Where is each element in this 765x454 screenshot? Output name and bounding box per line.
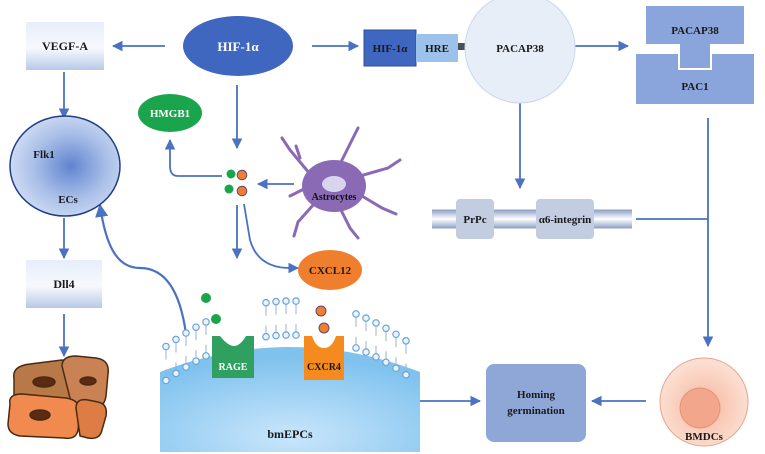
lipid-head (262, 298, 270, 307)
cxcr4-label: CXCR4 (307, 362, 341, 373)
phospholipid-bilayer (162, 297, 410, 385)
orange-dot (236, 185, 248, 197)
receptor-top-label: PACAP38 (671, 25, 719, 37)
astrocytes-label: Astrocytes (312, 192, 357, 203)
lipid-head (162, 376, 170, 385)
lipid-head (162, 342, 170, 351)
lipid-head (382, 324, 390, 333)
rage-label: RAGE (219, 362, 248, 373)
ecs-label: ECs (58, 194, 78, 206)
homing-label-line1: Homing (517, 389, 555, 401)
hmgb1-node: HMGB1 (138, 94, 202, 132)
pacap38-label: PACAP38 (496, 43, 544, 55)
cxcl12-ligand (315, 305, 327, 317)
ecs-cell: Flk1 ECs (9, 115, 121, 217)
green-dot (226, 169, 236, 179)
lipid-head (262, 332, 270, 341)
arrow-ligands-to-hmgb1 (164, 138, 222, 177)
lipid-head (372, 353, 380, 361)
hif1a-label: HIF-1α (217, 39, 259, 54)
lipid-head (352, 310, 360, 318)
ligand-cluster (224, 169, 248, 197)
cxcr4-receptor: CXCR4 (304, 305, 344, 380)
green-ligand (201, 293, 211, 303)
lipid-head (402, 371, 410, 379)
hmgb1-label: HMGB1 (150, 108, 190, 120)
dll4-label: Dll4 (53, 277, 74, 291)
lipid-head (392, 364, 400, 373)
pacap38-node: PACAP38 (464, 0, 576, 104)
bmdcs-cell: BMDCs (659, 357, 749, 447)
cxcl12-node: CXCL12 (298, 250, 362, 290)
lipid-head (172, 369, 180, 378)
dll4-node: Dll4 (26, 260, 102, 308)
lipid-head (272, 331, 280, 340)
arrow-rage-to-ecs (95, 203, 188, 335)
lipid-head (282, 331, 290, 339)
arrow-ligands-to-cxcl12 (243, 203, 300, 274)
lipid-head (292, 331, 300, 339)
lipid-head (202, 318, 210, 326)
pac1-receptor: PACAP38 PAC1 (636, 6, 754, 104)
lipid-head (192, 323, 200, 331)
vegfa-label: VEGF-A (42, 39, 88, 53)
lipid-head (402, 337, 410, 345)
flk1-label: Flk1 (33, 149, 54, 161)
bmepcs-cell: bmEPCs (160, 297, 420, 452)
astrocyte-cell: Astrocytes (280, 126, 402, 240)
hre-label: HRE (425, 43, 449, 55)
bmepcs-label: bmEPCs (267, 427, 313, 441)
lipid-head (272, 297, 280, 306)
prpc-label: PrPc (463, 214, 486, 226)
hif1a-box-label: HIF-1α (373, 43, 409, 55)
lipid-head (192, 357, 200, 365)
lipid-head (172, 335, 180, 344)
rage-receptor: RAGE (201, 293, 254, 378)
integrin-protein (536, 199, 594, 239)
endothelial-cell-cluster (7, 355, 109, 440)
hif1a-node: HIF-1α (183, 16, 293, 76)
lipid-head (202, 352, 210, 360)
lipid-head (182, 363, 190, 371)
lipid-head (282, 297, 290, 305)
green-ligand (211, 314, 221, 324)
lipid-head (382, 358, 390, 367)
cxcl12-ligand (318, 322, 330, 334)
receptor-bottom-label: PAC1 (681, 81, 708, 93)
lipid-head (352, 344, 360, 352)
cxcl12-label: CXCL12 (309, 265, 352, 277)
hif-hre-construct: HIF-1α HRE (363, 29, 480, 67)
lipid-head (182, 329, 190, 337)
lipid-head (392, 330, 400, 339)
lipid-head (372, 319, 380, 327)
prpc-membrane: PrPc α6-integrin (432, 199, 632, 239)
lipid-head (362, 348, 370, 356)
arrows (58, 40, 714, 407)
vegfa-node: VEGF-A (26, 22, 104, 70)
green-dot (224, 184, 234, 194)
homing-label-line2: germination (507, 405, 564, 417)
prpc-protein (456, 199, 494, 239)
lipid-head (292, 297, 300, 305)
lipid-head (362, 314, 370, 322)
orange-dot (236, 169, 248, 181)
bmdcs-label: BMDCs (685, 431, 724, 443)
homing-germination-node: Homing germination (486, 364, 586, 442)
integrin-label: α6-integrin (539, 214, 592, 226)
